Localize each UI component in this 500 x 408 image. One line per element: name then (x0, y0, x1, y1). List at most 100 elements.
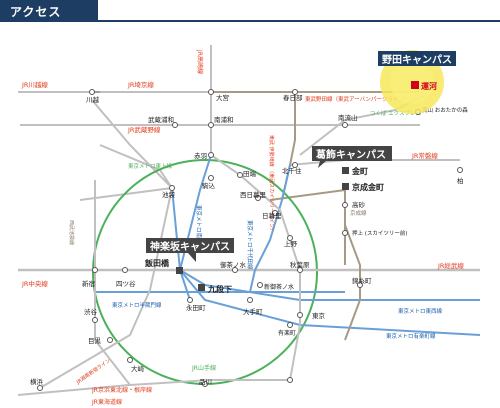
svg-text:赤羽: 赤羽 (194, 152, 207, 160)
svg-text:四ツ谷: 四ツ谷 (116, 279, 136, 288)
label-jr-tokaido: JR東海道線 (91, 398, 122, 406)
svg-text:高砂: 高砂 (352, 200, 366, 209)
station-shinjuku: 新宿 (82, 267, 98, 288)
station-ueno: 上野 (284, 235, 298, 248)
svg-text:大手町: 大手町 (243, 307, 263, 316)
station-yurakucho: 有楽町 (278, 322, 296, 337)
station-nagatacho: 永田町 (186, 297, 206, 312)
label-jr-takasaki: JR高崎線 (196, 49, 204, 74)
label-jr-saikyo: JR埼京線 (127, 80, 154, 89)
station-minaminagareyama: 南流山 (338, 113, 358, 128)
svg-text:新御茶ノ水: 新御茶ノ水 (264, 283, 294, 291)
line-metro-nanboku (178, 154, 212, 301)
station-takasago: 高砂 (342, 200, 366, 209)
kagurazaka-label: 神楽坂キャンパス (150, 240, 230, 253)
noda-label-box (378, 51, 456, 66)
station-komagome: 駒込 (202, 175, 216, 190)
svg-text:秋葉原: 秋葉原 (290, 260, 310, 269)
label-jr-kawagoe: JR川越線 (21, 80, 48, 89)
katsushika-label: 葛飾キャンパス (315, 148, 386, 161)
svg-text:柏: 柏 (457, 176, 464, 185)
station-otemachi: 大手町 (243, 297, 263, 316)
svg-text:大宮: 大宮 (216, 93, 229, 102)
noda-marker (411, 81, 419, 89)
label-jr-musashino: JR武蔵野線 (127, 125, 161, 134)
label-metro-chiyoda: 東京メトロ千代田線 (246, 220, 254, 270)
station-oshiage: 押上 (スカイツリー前) (342, 229, 408, 237)
label-tsukuba: つくば エクスプレス (370, 109, 421, 117)
label-tobu-noda: 東武野田線（東武アーバンパークライン） (305, 95, 409, 103)
svg-text:有楽町: 有楽町 (278, 329, 296, 337)
header-tab: アクセス (0, 0, 98, 22)
label-jr-shonan: JR湘南新宿ライン (74, 357, 112, 386)
keisei-kanamachi-marker (342, 183, 349, 190)
label-keisei: 京成線 (350, 209, 367, 217)
svg-text:田端: 田端 (243, 169, 257, 178)
svg-text:武蔵浦和: 武蔵浦和 (148, 115, 174, 124)
svg-text:渋谷: 渋谷 (84, 307, 98, 316)
station-kawagoe: 川越 (86, 89, 100, 104)
station-akabane: 赤羽 (194, 152, 214, 160)
station-musashiurawa: 武蔵浦和 (148, 115, 178, 128)
noda-station: 運河 (421, 81, 437, 91)
svg-text:上野: 上野 (284, 239, 298, 248)
station-meguro: 目黒 (88, 337, 113, 345)
line-metro-chiyoda (249, 164, 291, 293)
station-ikebukuro: 池袋 (162, 185, 176, 199)
kanamachi-marker (342, 167, 349, 174)
svg-text:池袋: 池袋 (162, 190, 176, 199)
station-ochanomizu: 御茶ノ水 (220, 260, 247, 273)
iidabashi-marker (176, 267, 183, 274)
label-metro-yurakucho: 東京メトロ有楽町線 (386, 332, 436, 340)
station-yotsuya: 四ツ谷 (116, 267, 136, 288)
svg-text:錦糸町: 錦糸町 (352, 276, 372, 285)
station-shin-ochanomizu: 新御茶ノ水 (257, 282, 294, 291)
station-yokohama: 横浜 (30, 377, 44, 391)
page-title: アクセス (10, 5, 62, 19)
station-kashiwa: 柏 (457, 167, 464, 185)
station-kasukabe: 春日部 (283, 89, 303, 102)
kudanshita-station: 九段下 (207, 284, 232, 294)
label-jr-keihintohoku: JR京浜東北線・根岸線 (91, 386, 152, 394)
svg-text:新宿: 新宿 (82, 279, 96, 288)
station-shimbashi (287, 377, 293, 383)
station-kitasenju: 北千住 (282, 162, 302, 175)
label-jr-joban: JR常磐線 (411, 151, 438, 160)
label-jr-sobu: JR総武線 (437, 261, 464, 270)
svg-text:南流山: 南流山 (338, 113, 358, 122)
page-header: アクセス (0, 0, 500, 22)
katsushika-label-box (312, 146, 392, 161)
label-seibu-ikebukuro: 西武池袋線 (68, 220, 75, 245)
access-map: JR川越線 JR埼京線 JR高崎線 JR武蔵野線 東武野田線（東武アーバンパーク… (17, 45, 481, 406)
campus-kagurazaka: 神楽坂キャンパス 飯田橋 九段下 (144, 238, 234, 294)
line-tobu-tojo (91, 99, 173, 189)
kudanshita-marker (198, 284, 205, 291)
label-metro-hanzomon: 東京メトロ半蔵門線 (112, 301, 162, 309)
campus-noda: 野田キャンパス 運河 (378, 50, 456, 114)
svg-text:横浜: 横浜 (30, 377, 44, 386)
line-tobu-isesaki (281, 92, 296, 201)
keisei-kanamachi-station: 京成金町 (352, 182, 384, 192)
svg-text:北千住: 北千住 (282, 166, 302, 175)
svg-text:南浦和: 南浦和 (214, 115, 234, 124)
campus-katsushika: 葛飾キャンパス 金町 京成金町 (312, 146, 392, 192)
line-metro-tozai (179, 269, 480, 301)
svg-text:日暮里: 日暮里 (262, 211, 282, 220)
svg-text:永田町: 永田町 (186, 303, 206, 312)
svg-text:春日部: 春日部 (283, 93, 303, 102)
svg-text:御茶ノ水: 御茶ノ水 (220, 260, 247, 269)
iidabashi-station: 飯田橋 (144, 258, 170, 268)
label-metro-tozai: 東京メトロ東西線 (398, 307, 443, 315)
stations: 川越 大宮 春日部 武蔵浦和 南浦和 南流山 流山 おおたかの森 柏 赤羽 北千… (30, 89, 468, 391)
station-akihabara: 秋葉原 (290, 260, 310, 273)
noda-label: 野田キャンパス (382, 54, 452, 66)
station-shinagawa: 品川 (199, 378, 212, 387)
svg-text:品川: 品川 (199, 378, 212, 386)
label-jr-yamanote: JR山手線 (191, 364, 216, 372)
station-osaki: 大崎 (127, 357, 145, 373)
line-labels: JR川越線 JR埼京線 JR高崎線 JR武蔵野線 東武野田線（東武アーバンパーク… (21, 49, 464, 406)
svg-text:西日暮里: 西日暮里 (240, 190, 267, 199)
label-metro-nanboku: 東京メトロ南北線 (195, 205, 203, 250)
line-jr-tokaido (17, 379, 290, 396)
svg-text:川越: 川越 (86, 95, 100, 104)
